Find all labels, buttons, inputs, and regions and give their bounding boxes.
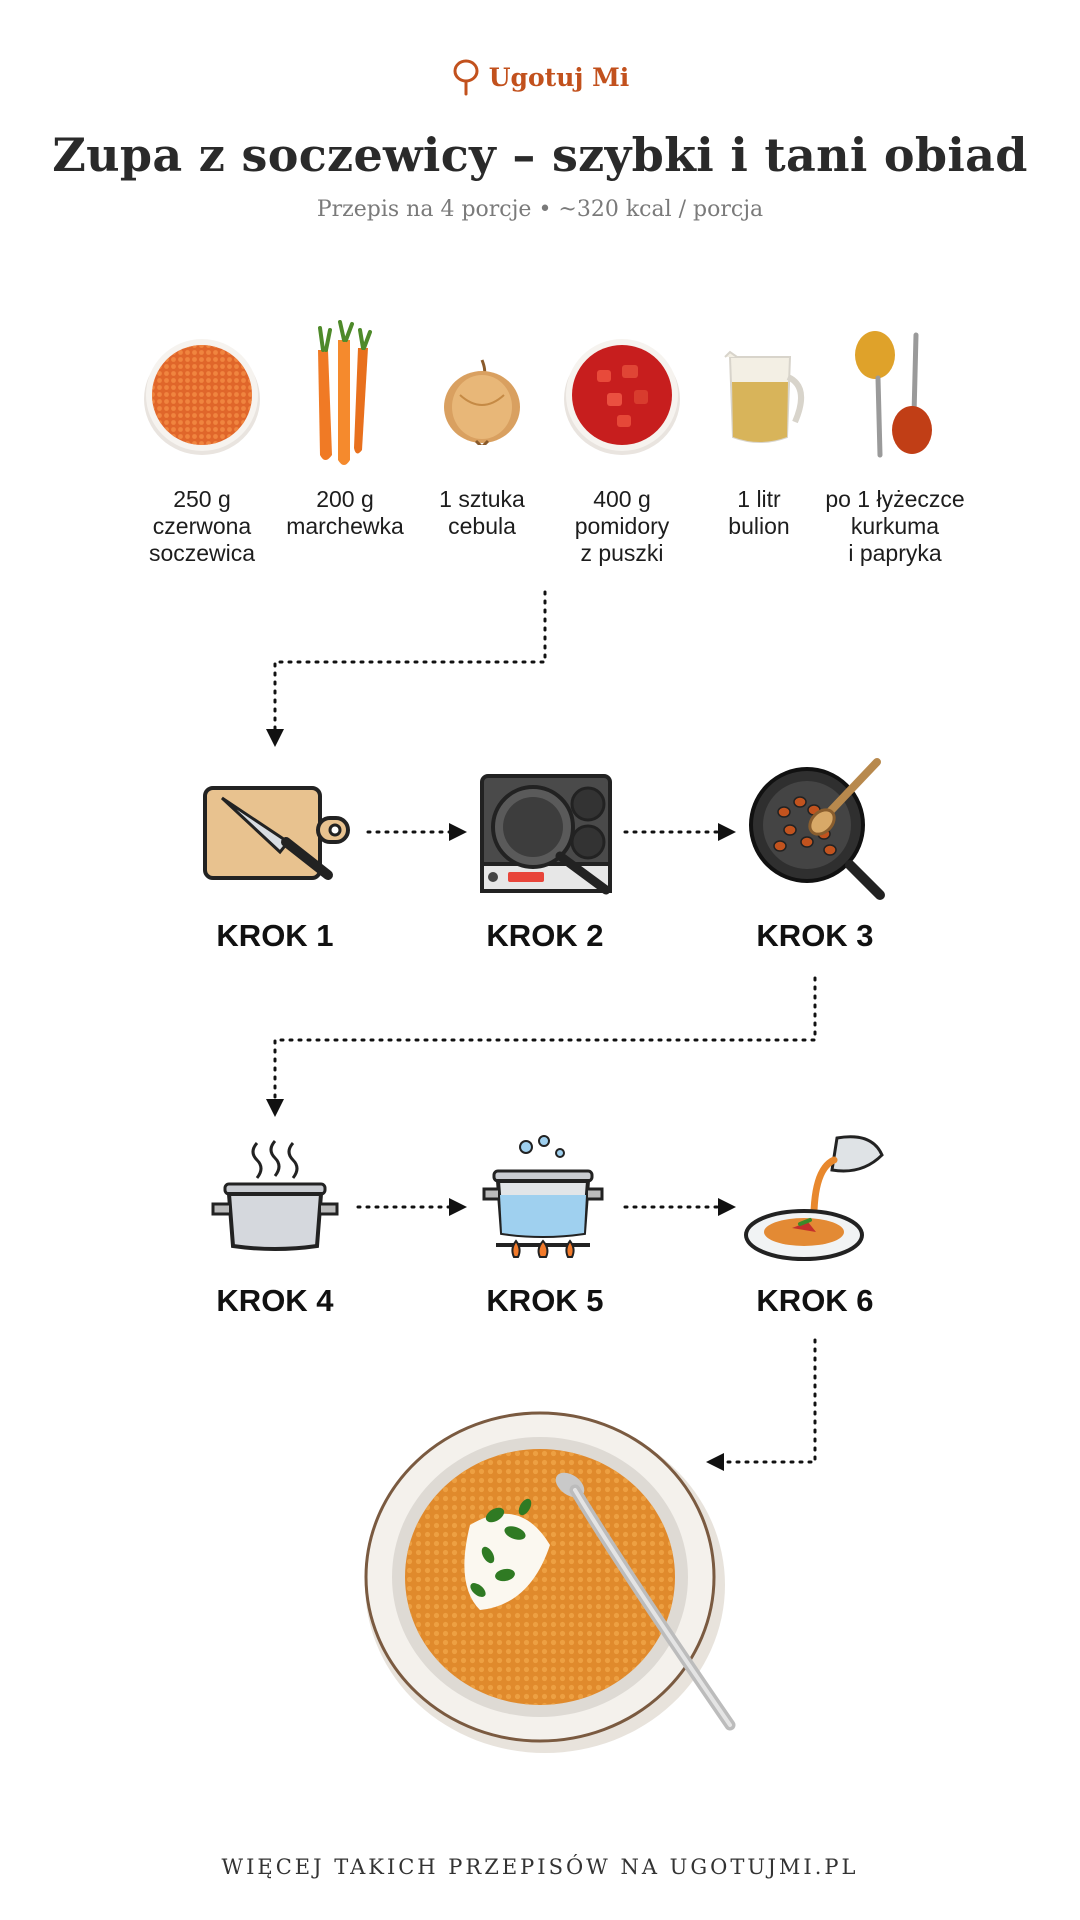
frying-pan-spoon-icon <box>749 758 885 900</box>
connector-step3-step4 <box>266 976 817 1117</box>
page-title: Zupa z soczewicy – szybki i tani obiad <box>52 128 1028 182</box>
onion-icon <box>444 359 520 445</box>
step-1-label: KROK 1 <box>216 918 334 953</box>
step-4-label: KROK 4 <box>216 1283 334 1318</box>
footer-cta[interactable]: WIĘCEJ TAKICH PRZEPISÓW NA UGOTUJMI.PL <box>221 1855 859 1879</box>
step-6-label: KROK 6 <box>756 1283 874 1318</box>
lentils-bowl-icon <box>144 339 260 455</box>
tomatoes-bowl-icon <box>564 339 680 455</box>
carrots-icon <box>318 320 372 465</box>
lentil-soup-bowl-icon <box>364 1411 736 1753</box>
step-2-label: KROK 2 <box>486 918 604 953</box>
boiling-pot-icon <box>482 1135 604 1258</box>
broth-jug-icon <box>724 350 805 443</box>
cutting-board-knife-icon <box>203 786 350 880</box>
brand: Ugotuj Mi <box>0 58 1080 96</box>
stove-pan-icon <box>480 774 612 895</box>
connector-ingredients-to-step1 <box>266 590 547 747</box>
step-3-label: KROK 3 <box>756 918 874 953</box>
pouring-soup-icon <box>744 1135 884 1261</box>
brand-name: Ugotuj Mi <box>488 62 630 92</box>
steaming-pot-icon <box>211 1140 339 1251</box>
spice-spoons-icon <box>855 331 932 458</box>
step-5-label: KROK 5 <box>486 1283 604 1318</box>
page-subtitle: Przepis na 4 porcje • ~320 kcal / porcja <box>316 197 764 222</box>
whisk-logo-icon <box>453 59 479 96</box>
connector-step6-final <box>706 1338 817 1471</box>
